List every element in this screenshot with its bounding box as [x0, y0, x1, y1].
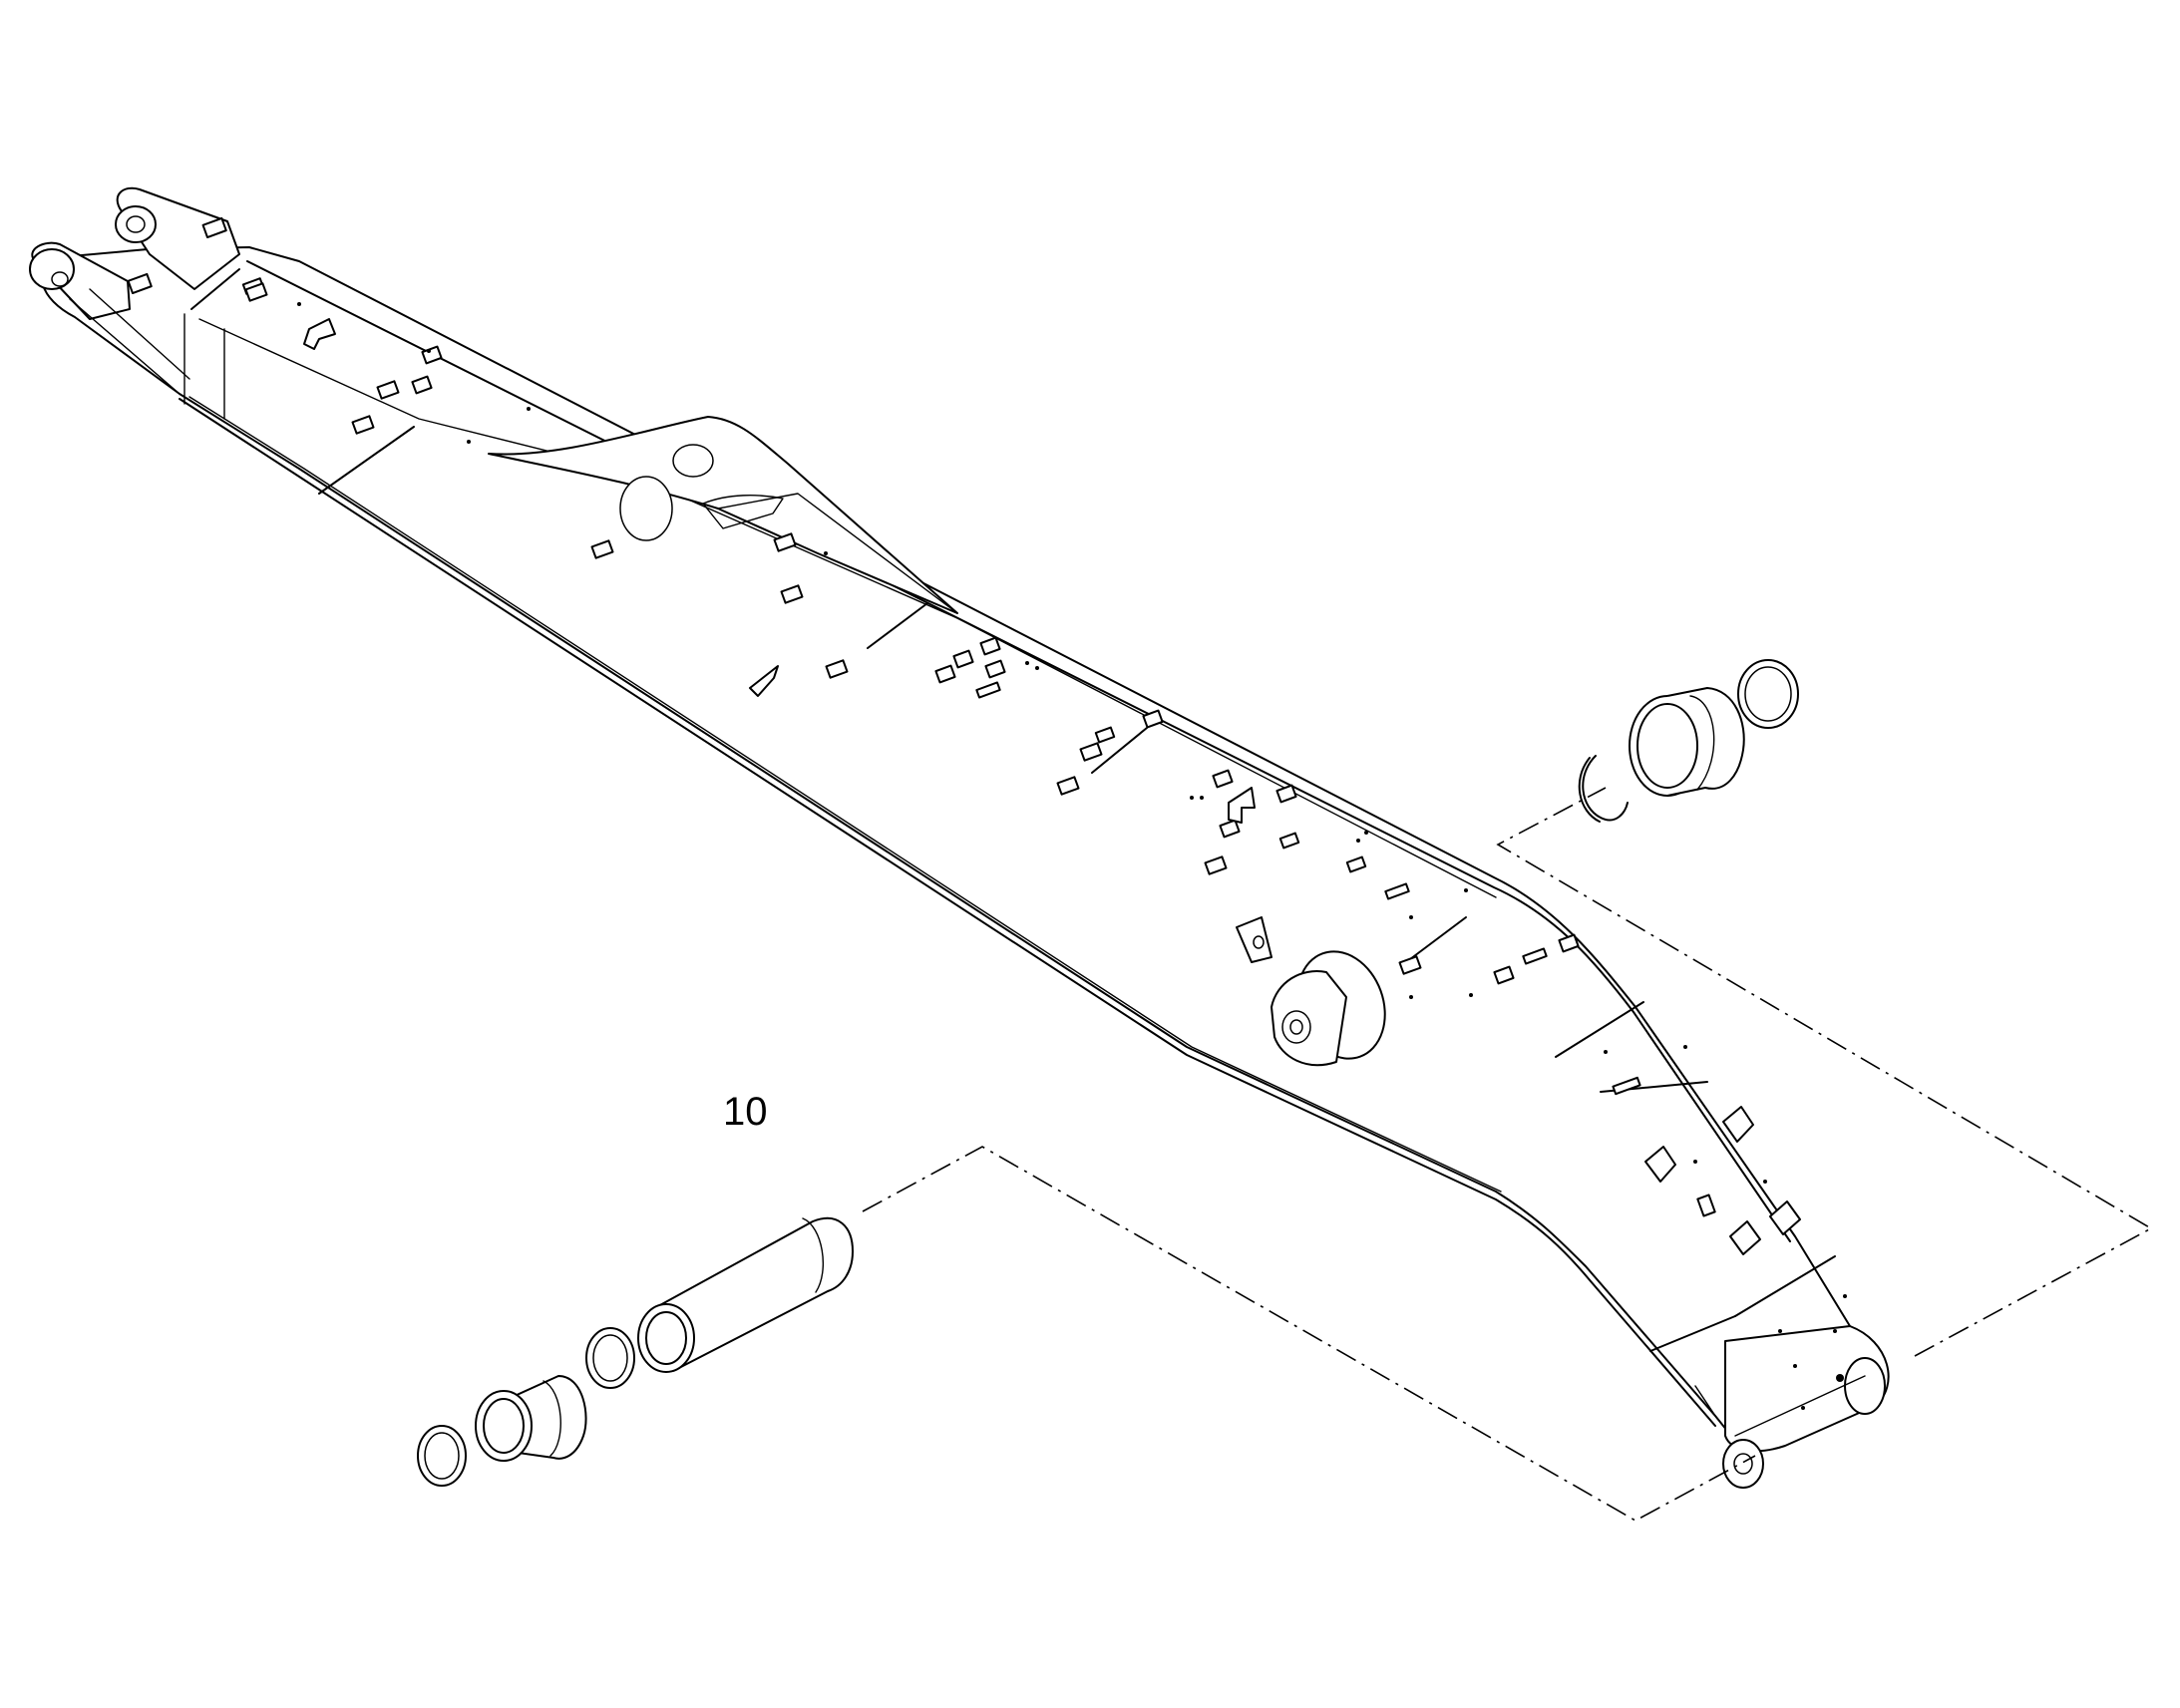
boom-clip-group: [244, 282, 1716, 1217]
upper-pin-parts: [1578, 659, 1799, 823]
boom-arm: [29, 186, 1890, 1489]
rivet-dots: [297, 302, 1847, 1410]
callout-10: 10: [723, 1090, 768, 1134]
lower-pin-parts: [417, 1216, 854, 1487]
assembly-centerlines: [862, 787, 2153, 1522]
